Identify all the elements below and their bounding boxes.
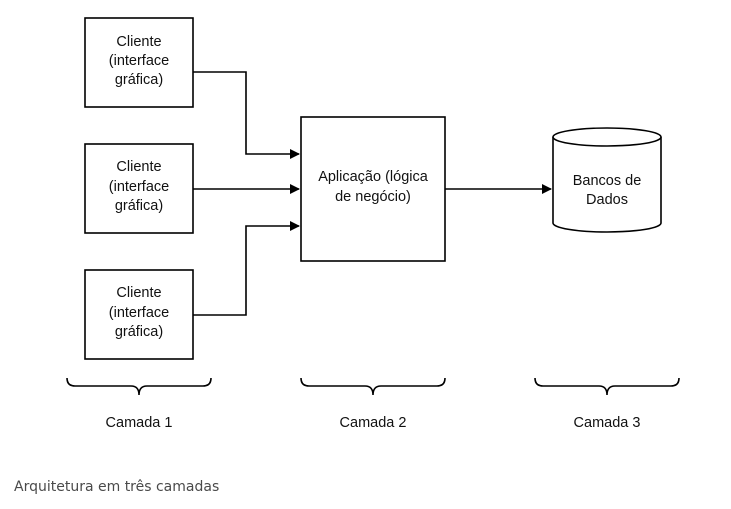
client-box-1: Cliente (interface gráfica) bbox=[84, 17, 194, 108]
client-2-label-line2: (interface bbox=[109, 179, 169, 195]
client-box-3: Cliente (interface gráfica) bbox=[84, 269, 194, 360]
client-1-label-line1: Cliente bbox=[116, 34, 161, 50]
layer-3-brace bbox=[534, 377, 680, 396]
client-1-label-line2: (interface bbox=[109, 53, 169, 69]
application-label-line1: Aplicação (lógica bbox=[318, 169, 429, 185]
database-cylinder: Bancos de Dados bbox=[552, 127, 662, 233]
layer-2-label: Camada 2 bbox=[340, 415, 407, 431]
client-3-label-line1: Cliente bbox=[116, 285, 161, 301]
database-label-line2: Dados bbox=[586, 192, 628, 208]
client-1-label-line3: gráfica) bbox=[115, 72, 163, 88]
connector-client3-to-application bbox=[193, 221, 300, 316]
layer-2-brace bbox=[300, 377, 446, 396]
three-tier-architecture-diagram: Cliente (interface gráfica) Cliente (int… bbox=[66, 17, 680, 431]
application-box: Aplicação (lógica de negócio) bbox=[300, 116, 446, 262]
layer-1-brace bbox=[66, 377, 212, 396]
application-label-line2: de negócio) bbox=[335, 189, 411, 205]
connector-client1-to-application bbox=[193, 71, 300, 159]
client-2-label-line3: gráfica) bbox=[115, 198, 163, 214]
client-2-label-line1: Cliente bbox=[116, 159, 161, 175]
client-box-2: Cliente (interface gráfica) bbox=[84, 143, 194, 234]
client-3-label-line2: (interface bbox=[109, 305, 169, 321]
client-3-label-line3: gráfica) bbox=[115, 324, 163, 340]
figure-caption: Arquitetura em três camadas bbox=[14, 479, 220, 495]
layer-3-label: Camada 3 bbox=[574, 415, 641, 431]
layer-1-label: Camada 1 bbox=[106, 415, 173, 431]
database-label-line1: Bancos de bbox=[573, 173, 642, 189]
